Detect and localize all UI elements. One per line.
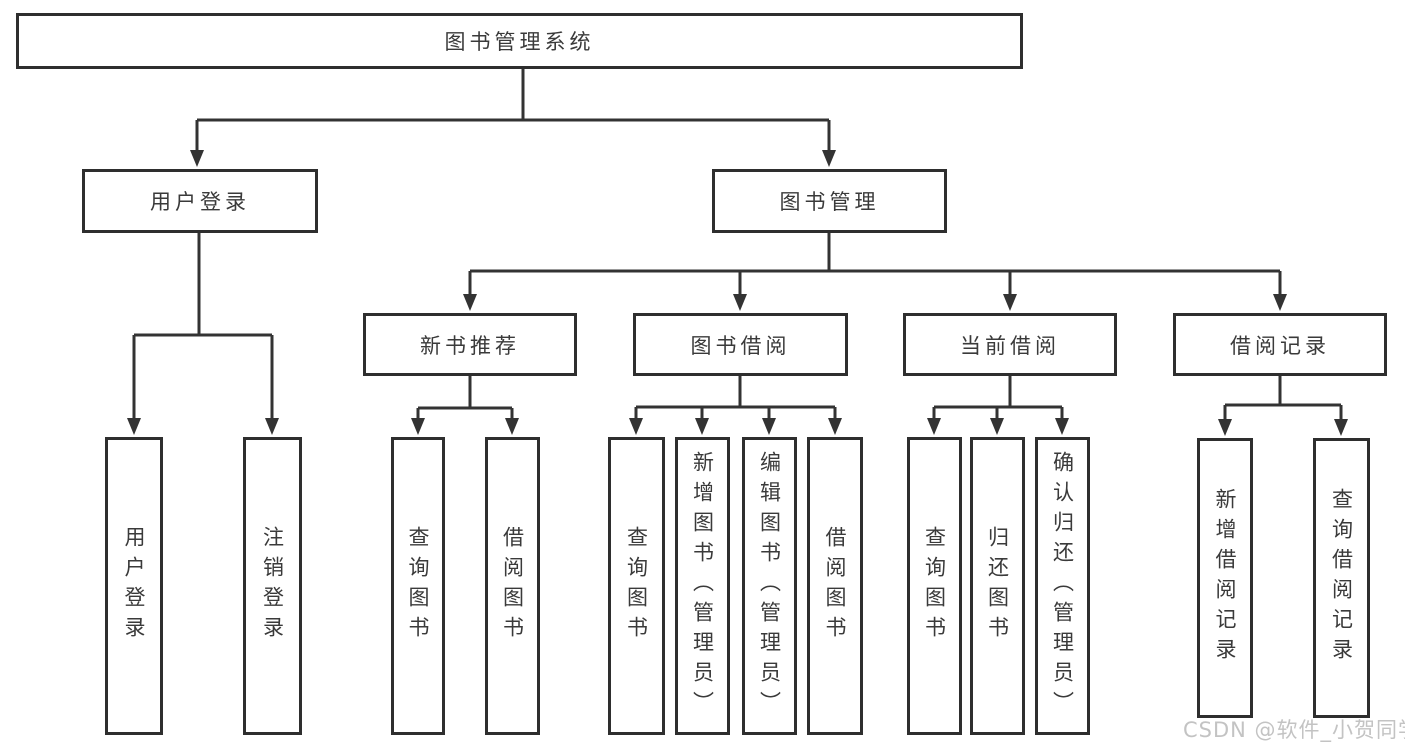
- node-book-borrowing: 图书借阅: [633, 313, 848, 376]
- leaf-records-add-record: 新增借阅记录: [1197, 438, 1253, 718]
- arrowhead-down-icon: [505, 418, 519, 435]
- node-borrow-records: 借阅记录: [1173, 313, 1387, 376]
- leaf-borrowing-borrow-books: 借阅图书: [807, 437, 863, 735]
- arrowhead-down-icon: [695, 418, 709, 435]
- leaf-user-login: 用户登录: [105, 437, 163, 735]
- arrowhead-down-icon: [1218, 419, 1232, 436]
- arrowhead-down-icon: [190, 150, 204, 167]
- leaf-records-query-record: 查询借阅记录: [1313, 438, 1370, 718]
- arrowhead-down-icon: [828, 418, 842, 435]
- csdn-watermark: CSDN @软件_小贺同学: [1183, 718, 1405, 742]
- arrowhead-down-icon: [265, 418, 279, 435]
- arrowhead-down-icon: [411, 418, 425, 435]
- arrowhead-down-icon: [127, 418, 141, 435]
- node-root: 图书管理系统: [16, 13, 1023, 69]
- node-new-book-recommend: 新书推荐: [363, 313, 577, 376]
- node-user-login: 用户登录: [82, 169, 318, 233]
- arrowhead-down-icon: [1334, 419, 1348, 436]
- arrowhead-down-icon: [927, 418, 941, 435]
- node-current-borrowing: 当前借阅: [903, 313, 1117, 376]
- arrowhead-down-icon: [822, 150, 836, 167]
- node-book-management: 图书管理: [712, 169, 947, 233]
- arrowhead-down-icon: [463, 294, 477, 311]
- arrowhead-down-icon: [762, 418, 776, 435]
- leaf-newbooks-query-books: 查询图书: [391, 437, 445, 735]
- arrowhead-down-icon: [733, 294, 747, 311]
- leaf-borrowing-add-books-admin: 新增图书（管理员）: [675, 437, 730, 735]
- arrowhead-down-icon: [1273, 294, 1287, 311]
- leaf-borrowing-query-books: 查询图书: [608, 437, 665, 735]
- arrowhead-down-icon: [1003, 294, 1017, 311]
- arrowhead-down-icon: [990, 418, 1004, 435]
- leaf-logout: 注销登录: [243, 437, 302, 735]
- leaf-current-query-books: 查询图书: [907, 437, 962, 735]
- leaf-newbooks-borrow-books: 借阅图书: [485, 437, 540, 735]
- arrowhead-down-icon: [1055, 418, 1069, 435]
- leaf-current-return-books: 归还图书: [970, 437, 1025, 735]
- leaf-borrowing-edit-books-admin: 编辑图书（管理员）: [742, 437, 797, 735]
- arrowhead-down-icon: [629, 418, 643, 435]
- leaf-current-confirm-return-admin: 确认归还（管理员）: [1035, 437, 1090, 735]
